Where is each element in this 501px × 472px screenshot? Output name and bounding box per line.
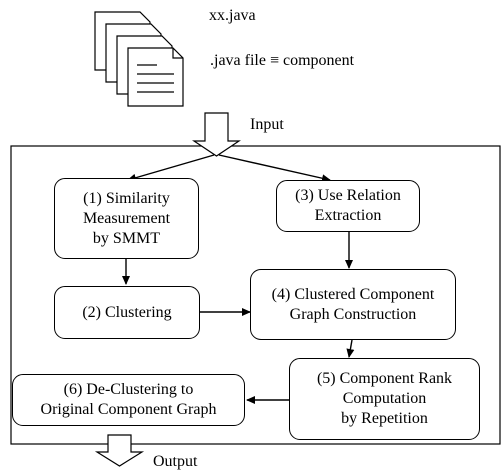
step5-line2: Computation [342,390,427,407]
system-frame [10,145,501,445]
input-label: Input [250,116,284,133]
java-files-icon [94,11,184,107]
step-use-relation-extraction: (3) Use Relation Extraction [276,180,420,232]
step5-line3: by Repetition [341,410,428,427]
step4-line1: (4) Clustered Component [271,285,435,303]
output-label: Output [153,453,198,470]
step-component-rank-computation: (5) Component Rank Computation by Repeti… [289,358,480,440]
equivalence-label: .java file ≡ component [210,52,355,69]
step1-line1: (1) Similarity [83,189,170,207]
step3-line2: Extraction [314,207,382,224]
step-similarity-measurement: (1) Similarity Measurement by SMMT [54,178,199,259]
step-clustering: (2) Clustering [54,286,200,339]
step5-line1: (5) Component Rank [316,370,453,387]
step6-line1: (6) De-Clustering to [63,381,194,398]
step2-line1: (2) Clustering [82,303,172,321]
step1-line2: Measurement [82,209,171,227]
arrow-input-to-step3 [218,154,331,183]
step6-line2: Original Component Graph [40,401,217,418]
step1-line3: by SMMT [92,229,161,247]
arrow-step4-to-step5 [346,339,355,358]
step4-line2: Graph Construction [289,305,417,323]
output-block-arrow [94,434,145,467]
file-name-label: xx.java [209,7,256,24]
step-clustered-component-graph: (4) Clustered Component Graph Constructi… [250,269,456,340]
step-de-clustering: (6) De-Clustering to Original Component … [12,374,245,426]
arrow-input-to-step1 [127,154,215,182]
input-block-arrow [192,112,241,157]
step3-line1: (3) Use Relation [295,187,401,204]
